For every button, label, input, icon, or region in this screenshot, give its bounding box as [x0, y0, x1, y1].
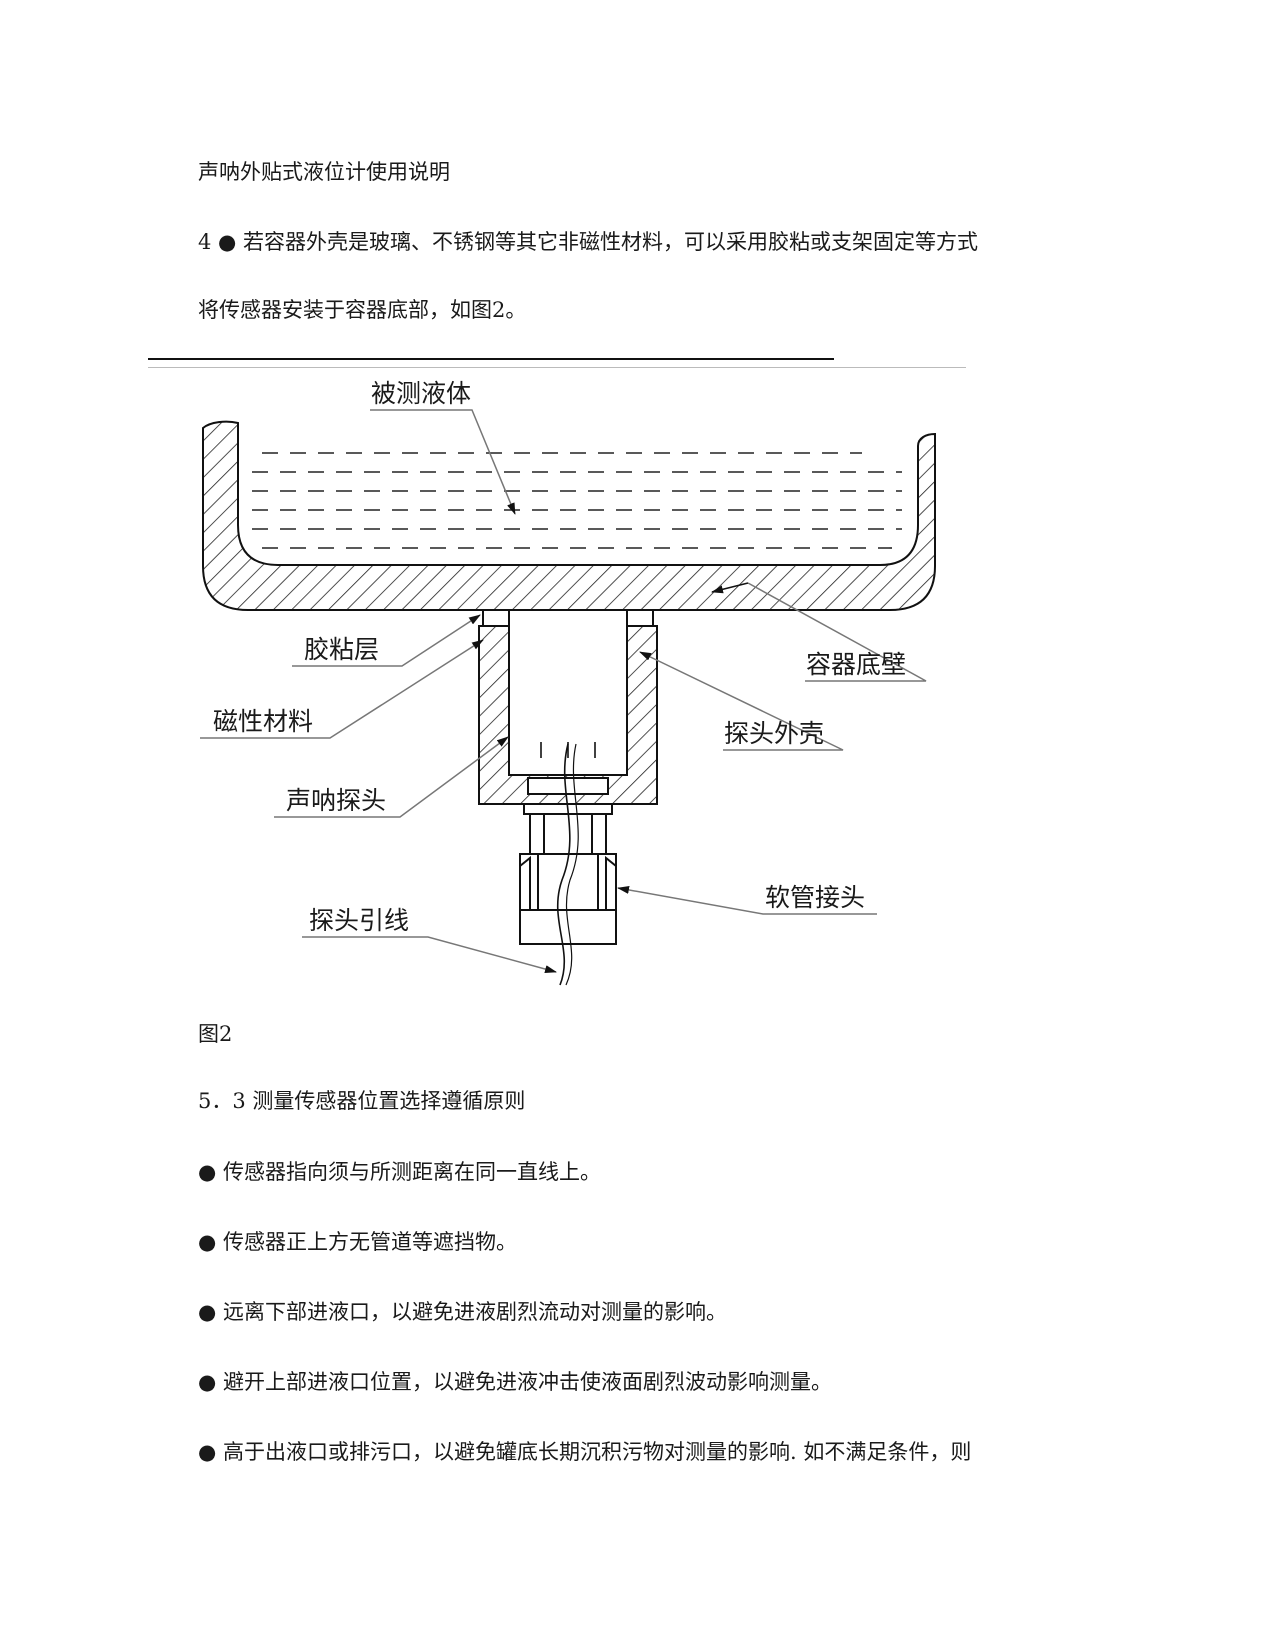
figure-caption: 图2 — [198, 1022, 233, 1046]
figure-secondary-rule — [148, 367, 966, 368]
probe-lead-wire — [557, 743, 571, 986]
glue-pad-right — [626, 609, 654, 627]
bullet-item: ● 避开上部进液口位置，以避免进液冲击使液面剧烈波动影响测量。 — [198, 1370, 832, 1394]
label-magnetic-material: 磁性材料 — [213, 707, 313, 736]
bullet-item: ● 传感器正上方无管道等遮挡物。 — [198, 1230, 517, 1254]
probe-lead-wire-2 — [565, 743, 579, 986]
label-probe-lead: 探头引线 — [309, 906, 409, 935]
leader-lines — [200, 409, 927, 973]
label-sonar-probe: 声呐探头 — [286, 786, 386, 815]
container-wall — [202, 420, 936, 611]
bullet-item: ● 远离下部进液口，以避免进液剧烈流动对测量的影响。 — [198, 1300, 727, 1324]
label-container-bottom: 容器底壁 — [806, 650, 906, 679]
intro-line-2: 将传感器安装于容器底部，如图2。 — [198, 298, 527, 322]
section-heading: 5．3 测量传感器位置选择遵循原则 — [198, 1089, 526, 1113]
liquid-lines — [252, 452, 902, 549]
document-title: 声呐外贴式液位计使用说明 — [198, 160, 450, 184]
glue-pad-left — [482, 609, 510, 627]
bullet-item: ● 高于出液口或排污口，以避免罐底长期沉积污物对测量的影响. 如不满足条件，则 — [198, 1440, 972, 1464]
intro-line-1: 4 ● 若容器外壳是玻璃、不锈钢等其它非磁性材料，可以采用胶粘或支架固定等方式 — [198, 230, 979, 254]
bullet-item: ● 传感器指向须与所测距离在同一直线上。 — [198, 1160, 601, 1184]
label-probe-shell: 探头外壳 — [724, 719, 824, 748]
label-liquid: 被测液体 — [371, 379, 471, 408]
figure-top-rule — [148, 358, 834, 360]
label-hose-connector: 软管接头 — [765, 883, 865, 912]
label-glue-layer: 胶粘层 — [304, 635, 379, 664]
